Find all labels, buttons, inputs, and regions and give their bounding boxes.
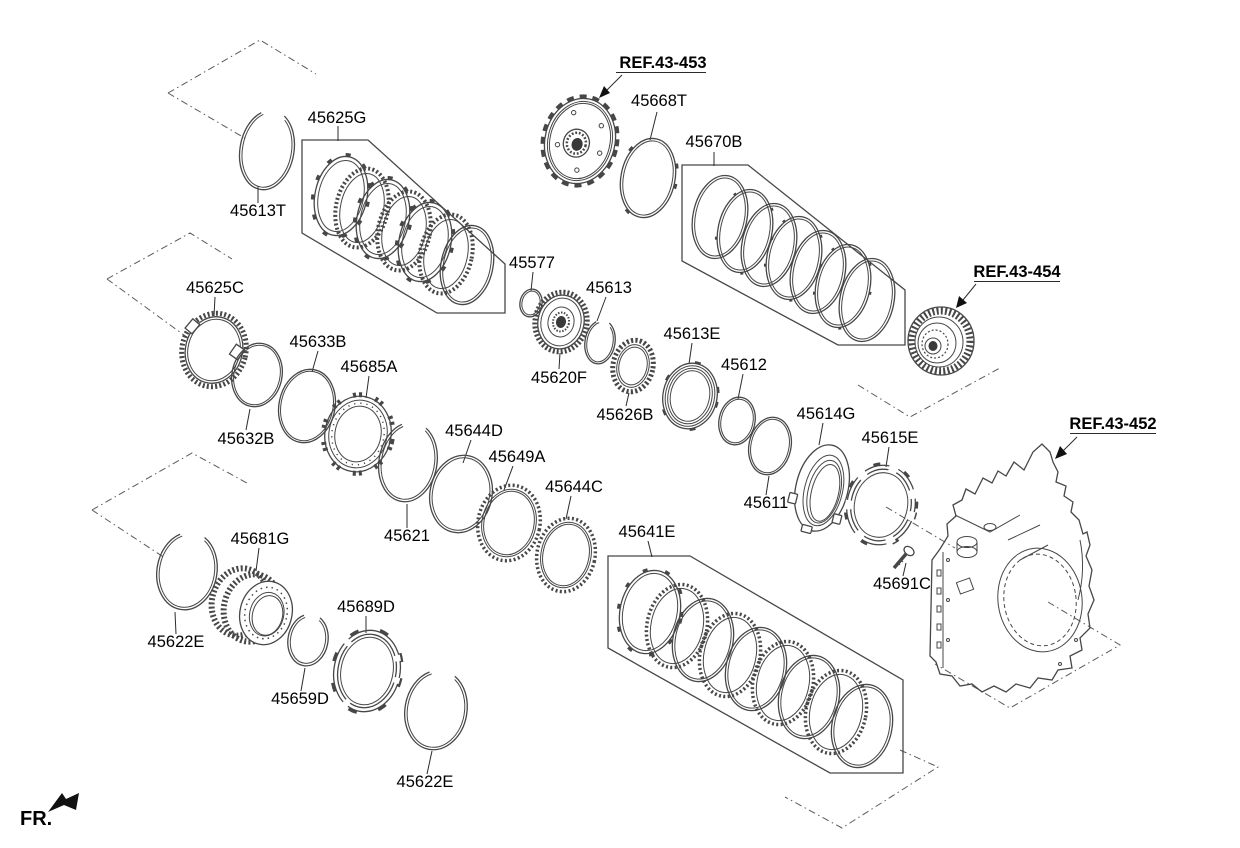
label-45577: 45577 (509, 254, 555, 272)
ref-arrows (599, 74, 1078, 459)
part-piston-45614G (787, 444, 851, 535)
part-ref-43-452-transmission-case (929, 443, 1095, 693)
part-retainer-45615E (843, 462, 919, 548)
label-45613T: 45613T (230, 202, 286, 220)
part-cushion-plate-45613E (660, 360, 720, 432)
label-45621: 45621 (384, 527, 430, 545)
leader-lines (174, 111, 907, 775)
fr-direction-arrow-icon (48, 793, 79, 812)
label-45626B: 45626B (597, 406, 654, 424)
ref-43-452-arrow-icon (1055, 446, 1067, 459)
part-disc-45644C (534, 516, 598, 594)
label-45644D: 45644D (445, 422, 503, 440)
part-disc-pack-45641E (616, 567, 894, 769)
group-box-45641E (607, 555, 904, 774)
part-toothed-plate-45685A (320, 392, 396, 476)
group-box-45670B (681, 164, 906, 346)
ref-43-453-arrow-icon (599, 86, 610, 98)
section-boundary-lines (91, 39, 1121, 829)
label-45641E: 45641E (619, 523, 676, 541)
part-snap-ring-45622E-lower (404, 669, 468, 751)
label-45625C: 45625C (186, 279, 244, 297)
part-snap-ring-45613 (584, 319, 616, 365)
label-45644C: 45644C (545, 478, 603, 496)
group-box-45625G (301, 139, 506, 314)
label-45681G: 45681G (231, 530, 290, 548)
part-bolt-45691C (892, 545, 915, 570)
part-ref-43-454-torque-converter (907, 306, 975, 376)
part-snap-ring-45621 (377, 421, 439, 503)
ref-callout-43-453[interactable]: REF.43-453 (616, 54, 707, 73)
part-ring-45632B (231, 342, 283, 408)
part-snap-ring-45659D (287, 613, 329, 667)
ref-43-453-label: REF.43-453 (619, 54, 706, 72)
part-retainer-45689D (330, 627, 404, 715)
label-45614G: 45614G (797, 405, 856, 423)
part-disc-45649A (475, 483, 543, 563)
ref-callout-43-454[interactable]: REF.43-454 (973, 263, 1061, 282)
part-drum-45681G (208, 565, 294, 646)
label-45685A: 45685A (341, 358, 398, 376)
part-ring-45611 (747, 416, 793, 476)
label-45632B: 45632B (218, 430, 275, 448)
label-45659D: 45659D (271, 690, 329, 708)
fr-indicator: FR. (20, 793, 79, 830)
part-ring-45668T (617, 135, 679, 221)
label-45670B: 45670B (686, 133, 743, 151)
label-45633B: 45633B (290, 333, 347, 351)
ref-43-454-label: REF.43-454 (973, 263, 1061, 281)
part-clutch-pack-45625G (310, 153, 495, 306)
ref-callout-43-452[interactable]: REF.43-452 (1069, 415, 1157, 434)
part-toothed-ring-45626B (610, 337, 656, 395)
label-45612: 45612 (721, 356, 767, 374)
label-45668T: 45668T (631, 92, 687, 110)
label-45615E: 45615E (862, 429, 919, 447)
label-45613E: 45613E (664, 325, 721, 343)
ref-43-454-arrow-icon (956, 296, 967, 308)
label-45611: 45611 (744, 494, 789, 512)
label-45622E-upper: 45622E (148, 633, 205, 651)
part-ref-43-453-assembly (540, 94, 620, 188)
label-45649A: 45649A (489, 448, 546, 466)
fr-label: FR. (20, 808, 52, 830)
part-toothed-ring-45625C (179, 310, 249, 390)
ref-43-452-label: REF.43-452 (1069, 415, 1156, 433)
part-snap-ring-45622E-upper (156, 531, 218, 611)
label-45691C: 45691C (873, 575, 931, 593)
label-45620F: 45620F (531, 369, 587, 387)
part-snap-ring-45613T (238, 109, 296, 191)
part-disc-pack-45670B (691, 174, 896, 343)
label-45625G: 45625G (308, 109, 367, 127)
part-hub-45620F (532, 289, 590, 355)
label-45622E-lower: 45622E (397, 773, 454, 791)
part-ring-45644D (428, 454, 494, 534)
label-45689D: 45689D (337, 598, 395, 616)
part-ring-45612 (718, 396, 756, 446)
part-ring-45577 (519, 288, 543, 318)
label-45613: 45613 (586, 279, 632, 297)
